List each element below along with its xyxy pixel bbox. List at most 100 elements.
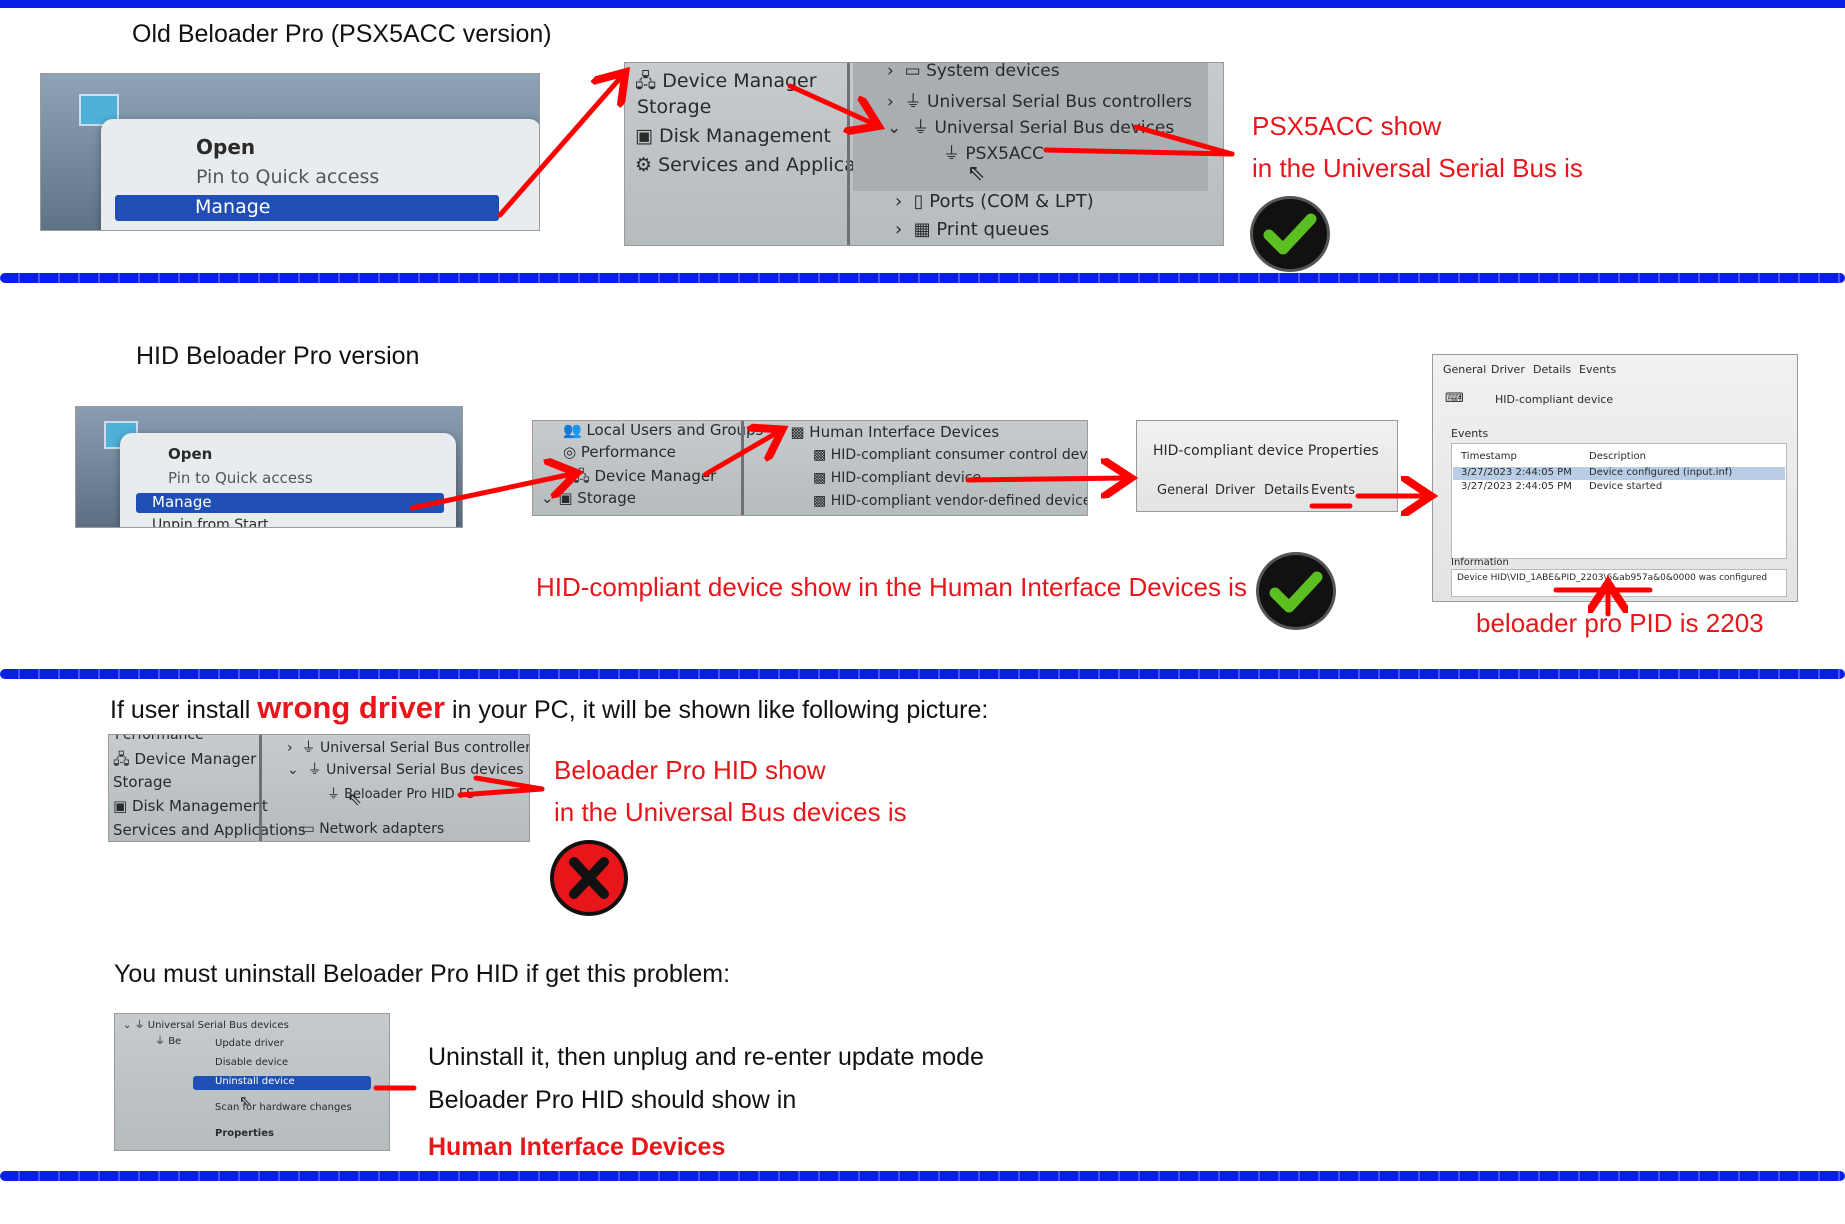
menu-update-driver[interactable]: Update driver [215, 1038, 284, 1049]
menu-open[interactable]: Open [168, 445, 213, 463]
menu-manage-highlight[interactable]: Manage [115, 195, 499, 221]
pane-divider [847, 63, 850, 245]
disk-icon: ▣ [635, 125, 659, 147]
tree-storage[interactable]: Storage [637, 96, 712, 118]
tree-services-applications[interactable]: ⚙ Services and Applications [635, 154, 903, 176]
properties-screenshot: HID-compliant device Properties General … [1136, 420, 1398, 512]
device-manager-screenshot-1: 🖧 Device Manager Storage ▣ Disk Manageme… [624, 62, 1224, 246]
menu-manage-highlight[interactable]: Manage [136, 493, 444, 513]
menu-pin-quick-access[interactable]: Pin to Quick access [196, 166, 380, 188]
section2-title: HID Beloader Pro version [136, 342, 420, 370]
menu-unpin-start[interactable]: Unpin from Start [152, 517, 269, 528]
hid-note: HID-compliant device show in the Human I… [536, 572, 1247, 602]
menu-scan-hardware[interactable]: Scan for hardware changes [215, 1102, 352, 1113]
tree-disk-management[interactable]: ▣ Disk Management [113, 797, 268, 815]
wrong-driver-emphasis: wrong driver [257, 690, 446, 725]
disk-icon: ▣ [113, 797, 132, 815]
tree-usb-controllers[interactable]: › ⏚ Universal Serial Bus controllers [287, 740, 530, 756]
events-device-name: HID-compliant device [1495, 393, 1614, 406]
events-table [1451, 443, 1787, 559]
chevron-right-icon: › [887, 92, 905, 112]
device-manager-icon: 🖧 [573, 467, 595, 485]
keyboard-icon: ⌨ [1445, 391, 1464, 406]
tree-usb-devices[interactable]: ⌄ ⏚ Universal Serial Bus devices [287, 762, 524, 778]
usb-icon: ⏚ [301, 740, 320, 756]
tree-device-manager[interactable]: 🖧 Device Manager [573, 467, 717, 485]
tab-general[interactable]: General [1157, 483, 1209, 498]
tree-disk-management[interactable]: ▣ Disk Management [635, 125, 832, 147]
hid-device-icon: ▩ [813, 493, 831, 509]
menu-open[interactable]: Open [196, 135, 256, 159]
menu-disable-device[interactable]: Disable device [215, 1057, 289, 1068]
events-tab-driver[interactable]: Driver [1491, 363, 1525, 376]
chevron-down-icon: ⌄ [887, 118, 913, 138]
menu-properties[interactable]: Properties [215, 1128, 274, 1139]
chevron-down-icon: ⌄ [773, 423, 791, 441]
check-icon-2 [1256, 552, 1336, 630]
events-row-1-ts: 3/27/2023 2:44:05 PM [1461, 467, 1572, 478]
tree-storage[interactable]: ⌄ ▣ Storage [541, 489, 636, 507]
tree-device-manager[interactable]: 🖧 Device Manager [635, 70, 817, 92]
events-screenshot: General Driver Details Events ⌨ HID-comp… [1432, 354, 1798, 602]
tree-usb-devices[interactable]: ⌄ ⏚ Universal Serial Bus devices [887, 118, 1175, 138]
this-pc-icon [79, 94, 119, 126]
tree-be-device[interactable]: ⏚ Be [155, 1036, 182, 1047]
tree-device-manager[interactable]: 🖧 Device Manager [113, 750, 257, 768]
context-menu-screenshot-1: Open Pin to Quick access Manage [40, 73, 540, 231]
chevron-right-icon: › [287, 740, 302, 756]
tree-print-queues[interactable]: › ▦ Print queues [895, 219, 1050, 240]
tree-vendor-defined[interactable]: ▩ HID-compliant vendor-defined device [813, 493, 1088, 509]
chevron-right-icon: › [895, 219, 914, 240]
tree-usb-controllers[interactable]: › ⏚ Universal Serial Bus controllers [887, 92, 1193, 112]
chevron-right-icon: › [887, 62, 905, 81]
tree-local-users[interactable]: 👥 Local Users and Groups [563, 421, 764, 439]
usb-icon: ⏚ [134, 1020, 148, 1031]
context-menu-screenshot-2: Open Pin to Quick access Manage Unpin fr… [75, 406, 463, 528]
tab-driver[interactable]: Driver [1215, 483, 1256, 498]
tree-human-interface-devices[interactable]: ⌄ ▩ Human Interface Devices [773, 423, 1000, 441]
hid-device-icon: ▩ [813, 470, 831, 486]
section1-title: Old Beloader Pro (PSX5ACC version) [132, 20, 552, 48]
pane-divider [259, 735, 262, 841]
tree-performance[interactable]: Performance [115, 734, 204, 743]
tree-services-applications[interactable]: Services and Applications [113, 821, 306, 839]
menu-manage: Manage [152, 493, 212, 511]
context-menu: Open Pin to Quick access Manage Unpin fr… [120, 433, 456, 528]
menu-pin-quick-access[interactable]: Pin to Quick access [168, 469, 313, 487]
events-row-1-desc: Device configured (input.inf) [1589, 467, 1733, 478]
hid-fs-note-line2: in the Universal Bus devices is [554, 797, 907, 827]
hid-icon: ▩ [790, 423, 810, 441]
col-timestamp: Timestamp [1461, 451, 1517, 462]
events-tab-details[interactable]: Details [1533, 363, 1572, 376]
mouse-cursor-icon: ⇖ [239, 1092, 252, 1110]
tree-ports[interactable]: › ▯ Ports (COM & LPT) [895, 191, 1094, 212]
mouse-cursor-icon: ⇖ [347, 789, 363, 810]
events-tab-general[interactable]: General [1443, 363, 1487, 376]
device-manager-screenshot-2: 👥 Local Users and Groups ◎ Performance 🖧… [532, 420, 1088, 516]
events-tab-events[interactable]: Events [1579, 363, 1617, 376]
tree-network-adapters[interactable]: › ▭ Network adapters [287, 821, 445, 837]
tree-psx5acc[interactable]: ⏚ PSX5ACC [943, 144, 1044, 164]
tree-usb-devices[interactable]: ⌄ ⏚ Universal Serial Bus devices [123, 1020, 289, 1031]
events-row-selected[interactable] [1453, 467, 1785, 480]
tree-beloader-hid-fs[interactable]: ⏚ Beloader Pro HID FS [327, 787, 475, 802]
tree-performance[interactable]: ◎ Performance [563, 443, 676, 461]
device-manager-icon: 🖧 [635, 70, 663, 92]
wrong-driver-intro: If user install wrong driver in your PC,… [110, 690, 989, 725]
section-divider-2 [0, 669, 1845, 679]
section4-title: You must uninstall Beloader Pro HID if g… [114, 960, 731, 988]
uninstall-line1: Uninstall it, then unplug and re-enter u… [428, 1043, 984, 1071]
information-text: Device HID\VID_1ABE&PID_2203\6&ab957a&0&… [1457, 573, 1768, 583]
chevron-right-icon: › [287, 821, 302, 837]
tree-consumer-control[interactable]: ▩ HID-compliant consumer control device [813, 447, 1088, 463]
tree-system-devices[interactable]: › ▭ System devices [887, 62, 1060, 81]
uninstall-line3: Human Interface Devices [428, 1133, 726, 1161]
tab-details[interactable]: Details [1264, 483, 1310, 498]
tree-storage[interactable]: Storage [113, 773, 172, 791]
events-row-2-desc: Device started [1589, 481, 1663, 492]
tree-hid-compliant-device[interactable]: ▩ HID-compliant device [813, 470, 982, 486]
pane-divider [741, 421, 744, 515]
menu-uninstall-highlight[interactable]: Uninstall device [193, 1076, 371, 1090]
tab-events[interactable]: Events [1311, 483, 1356, 498]
chevron-right-icon: › [895, 191, 914, 212]
